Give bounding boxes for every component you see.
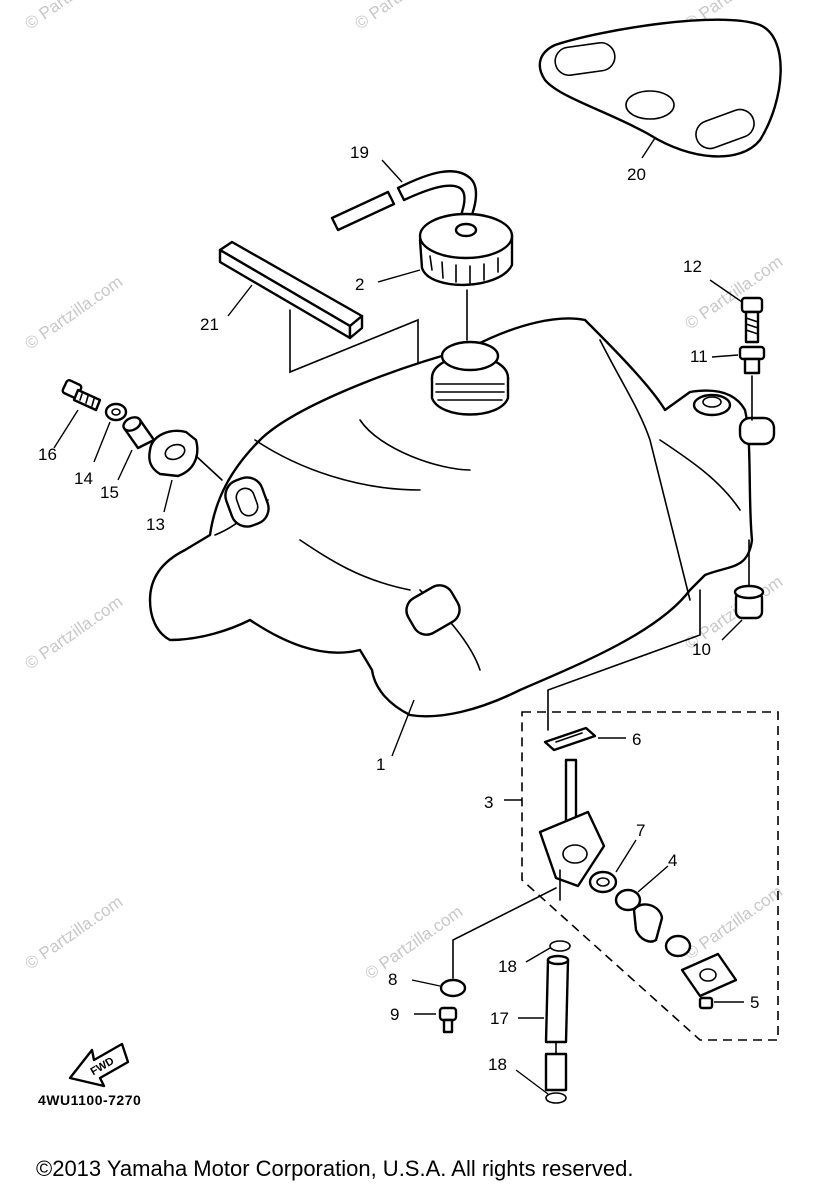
part-17-fuel-hose (518, 954, 570, 1092)
part-13-damper (148, 429, 223, 513)
callout-21: 21 (200, 315, 219, 334)
callout-3: 3 (484, 793, 493, 812)
part-18-clip-upper (525, 940, 571, 963)
callout-17: 17 (490, 1009, 509, 1028)
part-15-collar (117, 416, 156, 481)
callout-18-lower: 18 (488, 1055, 507, 1074)
callout-5: 5 (750, 993, 759, 1012)
callout-1: 1 (376, 755, 385, 774)
callout-13: 13 (146, 515, 165, 534)
callout-16: 16 (38, 445, 57, 464)
part-14-washer (93, 402, 128, 463)
watermark: © Partzilla.com (681, 882, 786, 963)
part-16-bolt (53, 379, 102, 449)
watermark: © Partzilla.com (361, 902, 466, 983)
watermark: © Partzilla.com (351, 0, 456, 33)
part-7-seal (588, 839, 637, 894)
fwd-arrow-icon: FWD (68, 1042, 130, 1088)
callout-6: 6 (632, 730, 641, 749)
callout-19: 19 (350, 143, 369, 162)
callout-2: 2 (355, 275, 364, 294)
callout-4: 4 (668, 851, 677, 870)
part-5-cover-screw (680, 952, 744, 1010)
callout-7: 7 (636, 821, 645, 840)
callout-18-upper: 18 (498, 957, 517, 976)
callout-8: 8 (388, 970, 397, 989)
part-11-collar (711, 345, 766, 421)
watermark: © Partzilla.com (21, 592, 126, 673)
part-6-gasket (543, 726, 626, 752)
part-20-bracket-plate (538, 18, 782, 159)
part-3-fuel-cock-assembly (504, 711, 779, 1041)
callout-15: 15 (100, 483, 119, 502)
part-12-bolt (709, 279, 764, 344)
part-18-clip-lower (515, 1069, 567, 1104)
callout-20: 20 (627, 165, 646, 184)
callout-14: 14 (74, 469, 93, 488)
part-2-fuel-cap (377, 212, 514, 341)
watermark: © Partzilla.com (21, 892, 126, 973)
part-10-grommet (721, 539, 765, 641)
reference-code: 4WU1100-7270 (38, 1092, 142, 1108)
callout-11: 11 (690, 347, 708, 366)
callout-12: 12 (683, 257, 702, 276)
watermark: © Partzilla.com (21, 272, 126, 353)
callout-9: 9 (390, 1005, 399, 1024)
copyright-notice: ©2013 Yamaha Motor Corporation, U.S.A. A… (36, 1156, 634, 1181)
part-1-fuel-tank (148, 317, 776, 757)
part-4-oring-lever (614, 865, 692, 958)
watermark: © Partzilla.com (21, 0, 126, 33)
callout-10: 10 (692, 640, 711, 659)
part-8-drain-washer (411, 887, 557, 998)
part-9-drain-screw (414, 1006, 458, 1034)
